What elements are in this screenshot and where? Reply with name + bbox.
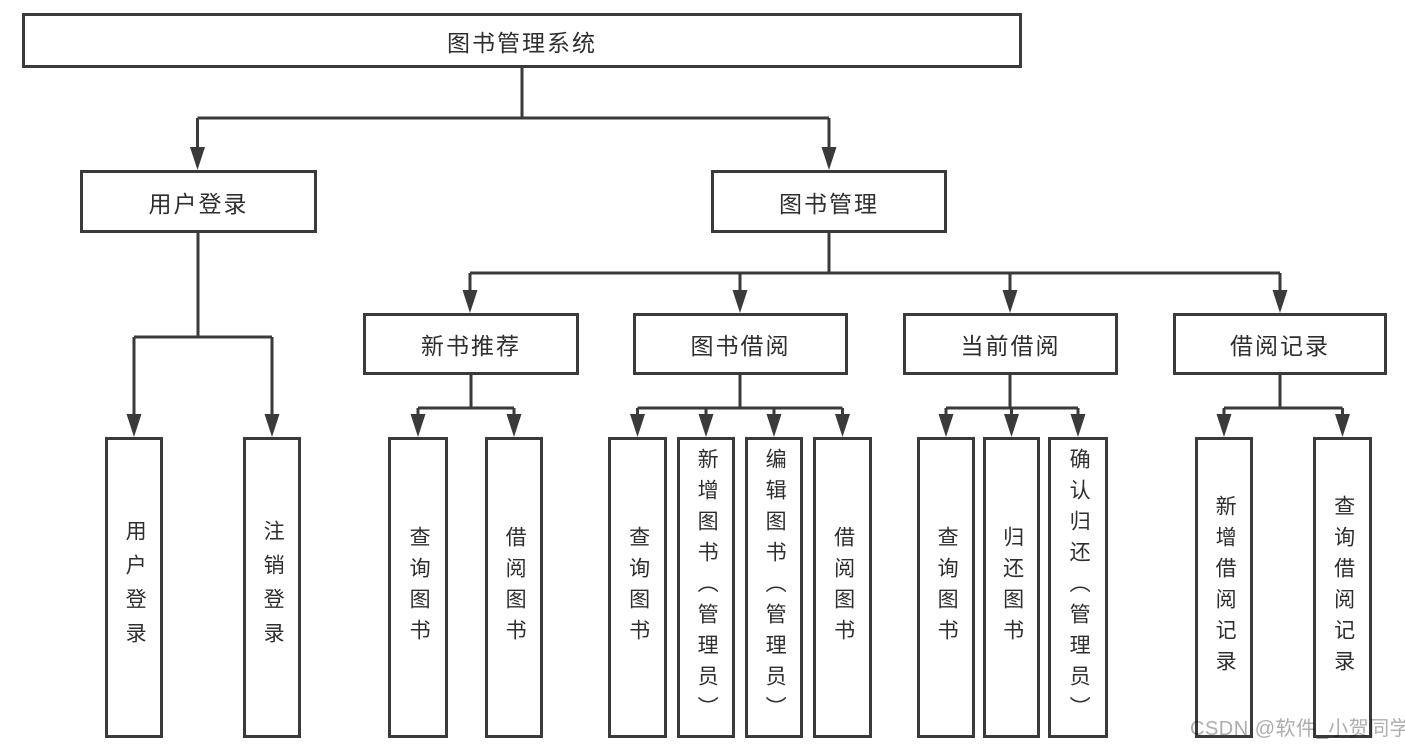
node-root-library-system: 图书管理系统: [22, 13, 1022, 68]
node-label: 注销登录: [261, 519, 285, 656]
leaf-borrow-books-2: 借阅图书: [813, 437, 872, 738]
leaf-user-login: 用户登录: [105, 437, 163, 738]
leaf-query-books-3: 查询图书: [917, 437, 975, 738]
node-label: 用户登录: [123, 519, 147, 656]
csdn-watermark: CSDN @软件_小贺同学: [1190, 718, 1405, 740]
node-label: 借阅图书: [503, 525, 527, 650]
arrow-down-icon: [264, 414, 280, 437]
leaf-query-books-1: 查询图书: [388, 437, 448, 738]
leaf-query-books-2: 查询图书: [608, 437, 667, 738]
node-new-book-recommend: 新书推荐: [363, 313, 579, 375]
connector-user-login-to-leaves: [132, 233, 274, 418]
node-label: 图书借阅: [690, 333, 791, 359]
connector-book-borrow-to-leaves: [636, 375, 844, 418]
connector-new-book-to-leaves: [416, 375, 516, 418]
leaf-borrow-books-1: 借阅图书: [485, 437, 543, 738]
arrow-down-icon: [698, 414, 714, 437]
arrow-down-icon: [821, 147, 837, 170]
leaf-return-books: 归还图书: [983, 437, 1040, 738]
arrow-down-icon: [410, 414, 426, 437]
arrow-down-icon: [462, 290, 478, 313]
node-user-login: 用户登录: [80, 170, 317, 233]
node-book-management: 图书管理: [711, 170, 947, 233]
node-label: 查询图书: [935, 525, 959, 650]
arrow-down-icon: [506, 414, 522, 437]
node-label: 新书推荐: [421, 333, 521, 359]
node-label: 新增借阅记录: [1213, 494, 1237, 681]
node-label: 借阅记录: [1230, 333, 1330, 359]
leaf-add-borrow-record: 新增借阅记录: [1195, 437, 1253, 738]
node-label: 当前借阅: [960, 333, 1061, 359]
connector-borrow-records-to-leaves: [1222, 375, 1344, 418]
leaf-query-borrow-record: 查询借阅记录: [1313, 437, 1372, 738]
node-current-borrow: 当前借阅: [903, 313, 1118, 375]
arrow-down-icon: [732, 290, 748, 313]
node-label: 编辑图书（管理员）: [763, 448, 787, 727]
node-label: 新增图书（管理员）: [695, 448, 719, 727]
connector-root-to-level2: [196, 67, 831, 150]
arrow-down-icon: [1002, 290, 1018, 313]
arrow-down-icon: [190, 147, 205, 170]
node-book-borrow: 图书借阅: [633, 313, 848, 375]
arrow-down-icon: [1216, 414, 1232, 437]
node-label: 查询图书: [626, 525, 650, 650]
leaf-logout: 注销登录: [243, 437, 301, 738]
leaf-edit-books-admin: 编辑图书（管理员）: [745, 437, 803, 738]
node-label: 借阅图书: [831, 525, 855, 650]
node-label: 查询借阅记录: [1331, 494, 1355, 681]
node-label: 图书管理系统: [447, 29, 597, 56]
node-label: 图书管理: [779, 190, 879, 217]
arrow-down-icon: [1335, 414, 1350, 437]
arrow-down-icon: [766, 414, 782, 437]
leaf-add-books-admin: 新增图书（管理员）: [677, 437, 735, 738]
arrow-down-icon: [1070, 414, 1086, 437]
leaf-confirm-return-admin: 确认归还（管理员）: [1048, 437, 1108, 738]
arrow-down-icon: [1004, 414, 1019, 437]
node-label: 用户登录: [148, 190, 249, 217]
node-label: 归还图书: [1000, 525, 1024, 650]
arrow-down-icon: [835, 414, 850, 437]
arrow-down-icon: [630, 414, 645, 437]
node-label: 查询图书: [407, 525, 431, 650]
connector-book-management-to-level3: [468, 233, 1282, 294]
connector-current-borrow-to-leaves: [944, 375, 1080, 418]
arrow-down-icon: [126, 414, 142, 437]
arrow-down-icon: [938, 414, 954, 437]
node-borrow-records: 借阅记录: [1173, 313, 1387, 375]
node-label: 确认归还（管理员）: [1067, 448, 1091, 727]
arrow-down-icon: [1272, 290, 1288, 313]
